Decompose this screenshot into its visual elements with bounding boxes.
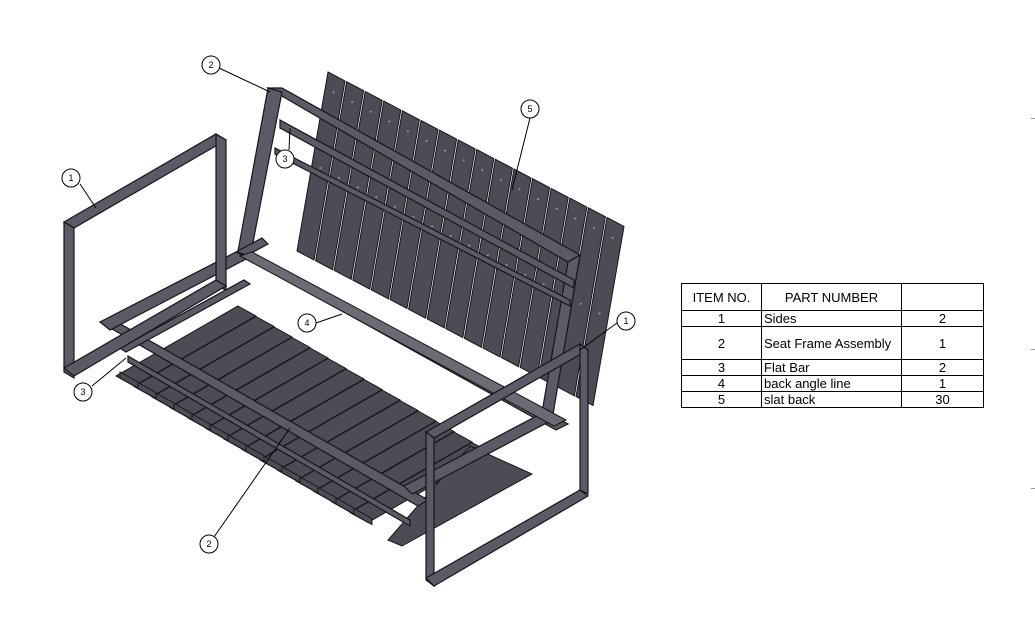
screw-hole [412, 215, 415, 218]
callout-label-5: 5 [527, 104, 532, 114]
screw-hole [468, 244, 471, 247]
screw-hole [542, 283, 545, 286]
callout-bubble-2-bottom [199, 534, 219, 554]
screw-hole [524, 273, 527, 276]
bom-part-number: Sides [761, 310, 902, 327]
screw-hole [388, 120, 391, 123]
edge-tick-mark [1031, 349, 1035, 350]
screw-hole [351, 101, 354, 104]
screw-hole [356, 186, 359, 189]
callout-bubble-5 [520, 99, 540, 119]
bom-part-number: Flat Bar [761, 359, 902, 376]
callout-label-1-left: 1 [68, 173, 73, 183]
bom-item-no: 4 [681, 375, 762, 392]
bom-qty: 1 [901, 326, 984, 360]
back-slat [408, 129, 458, 319]
bom-qty: 2 [901, 310, 984, 327]
back-slat [501, 177, 551, 368]
bom-item-no: 3 [681, 359, 762, 376]
right-side-frame [424, 342, 590, 588]
screw-hole [406, 130, 409, 133]
bom-header-row: ITEM NO. PART NUMBER [681, 283, 984, 311]
callout-label-1-right: 1 [623, 316, 628, 326]
seat-slats [114, 305, 534, 547]
seat-slat-tail [387, 445, 534, 547]
callout-labels: 2 1 3 5 4 1 3 2 [68, 60, 628, 549]
screw-hole [449, 234, 452, 237]
screw-hole [499, 178, 502, 181]
callout-label-2-bottom: 2 [206, 539, 211, 549]
screw-hole [431, 225, 434, 228]
table-row: 3 Flat Bar 2 [681, 359, 984, 376]
bom-header-part-number: PART NUMBER [761, 283, 902, 311]
callout-bubble-2-top [201, 55, 221, 75]
callout-label-2-top: 2 [208, 60, 213, 70]
back-slat [445, 148, 495, 339]
screw-hole [375, 196, 378, 199]
bom-item-no: 1 [681, 310, 762, 327]
callout-bubble-1-right [616, 311, 636, 331]
screw-hole [505, 264, 508, 266]
screw-hole [462, 159, 465, 162]
bom-qty: 1 [901, 375, 984, 392]
back-slat [463, 158, 513, 349]
back-angle-line [238, 251, 568, 427]
screw-hole [537, 198, 540, 201]
table-row: 5 slat back 30 [681, 391, 984, 408]
table-row: 4 back angle line 1 [681, 375, 984, 392]
bom-part-number: slat back [761, 391, 902, 408]
bom-qty: 30 [901, 391, 984, 408]
screw-hole [332, 91, 335, 94]
callout-label-3-top: 3 [282, 154, 287, 164]
bom-header-item-no: ITEM NO. [681, 283, 762, 311]
edge-tick-mark [1031, 488, 1035, 489]
bom-part-number: Seat Frame Assembly [761, 326, 902, 360]
screw-hole [611, 236, 614, 239]
leader-lines [79, 67, 618, 538]
callout-label-3-left: 3 [80, 387, 85, 397]
screw-hole [444, 149, 447, 152]
callout-label-4: 4 [304, 318, 309, 328]
screw-hole [319, 167, 322, 169]
back-frame [235, 87, 582, 425]
screw-hole [579, 302, 582, 305]
bom-item-no: 2 [681, 326, 762, 360]
callout-bubbles [61, 55, 636, 554]
screw-hole [592, 227, 595, 230]
screw-hole [393, 205, 396, 208]
screw-hole [369, 110, 372, 113]
bill-of-materials-table: ITEM NO. PART NUMBER 1 Sides 2 2 Seat Fr… [681, 283, 984, 408]
bom-part-number: back angle line [761, 375, 902, 392]
table-row: 2 Seat Frame Assembly 1 [681, 326, 984, 360]
left-side-frame [62, 132, 228, 380]
screw-hole [481, 169, 484, 171]
back-slat [482, 168, 532, 358]
callout-bubble-3-top [275, 149, 295, 169]
bom-item-no: 5 [681, 391, 762, 408]
edge-tick-mark [1031, 118, 1035, 119]
screw-hole [555, 207, 558, 210]
screw-hole [574, 217, 577, 220]
callout-bubble-1-left [61, 168, 81, 188]
back-slat [426, 139, 476, 329]
screw-hole [486, 254, 489, 257]
callout-bubble-3-left [73, 382, 93, 402]
table-row: 1 Sides 2 [681, 310, 984, 327]
screw-hole [425, 139, 428, 142]
screw-hole [518, 188, 521, 191]
bom-qty: 2 [901, 359, 984, 376]
callout-bubble-4 [297, 313, 317, 333]
screw-hole [338, 176, 341, 179]
seat-slat-edge [353, 507, 373, 526]
back-slat [389, 119, 439, 310]
bom-header-qty [901, 283, 984, 311]
screw-hole [598, 312, 601, 315]
